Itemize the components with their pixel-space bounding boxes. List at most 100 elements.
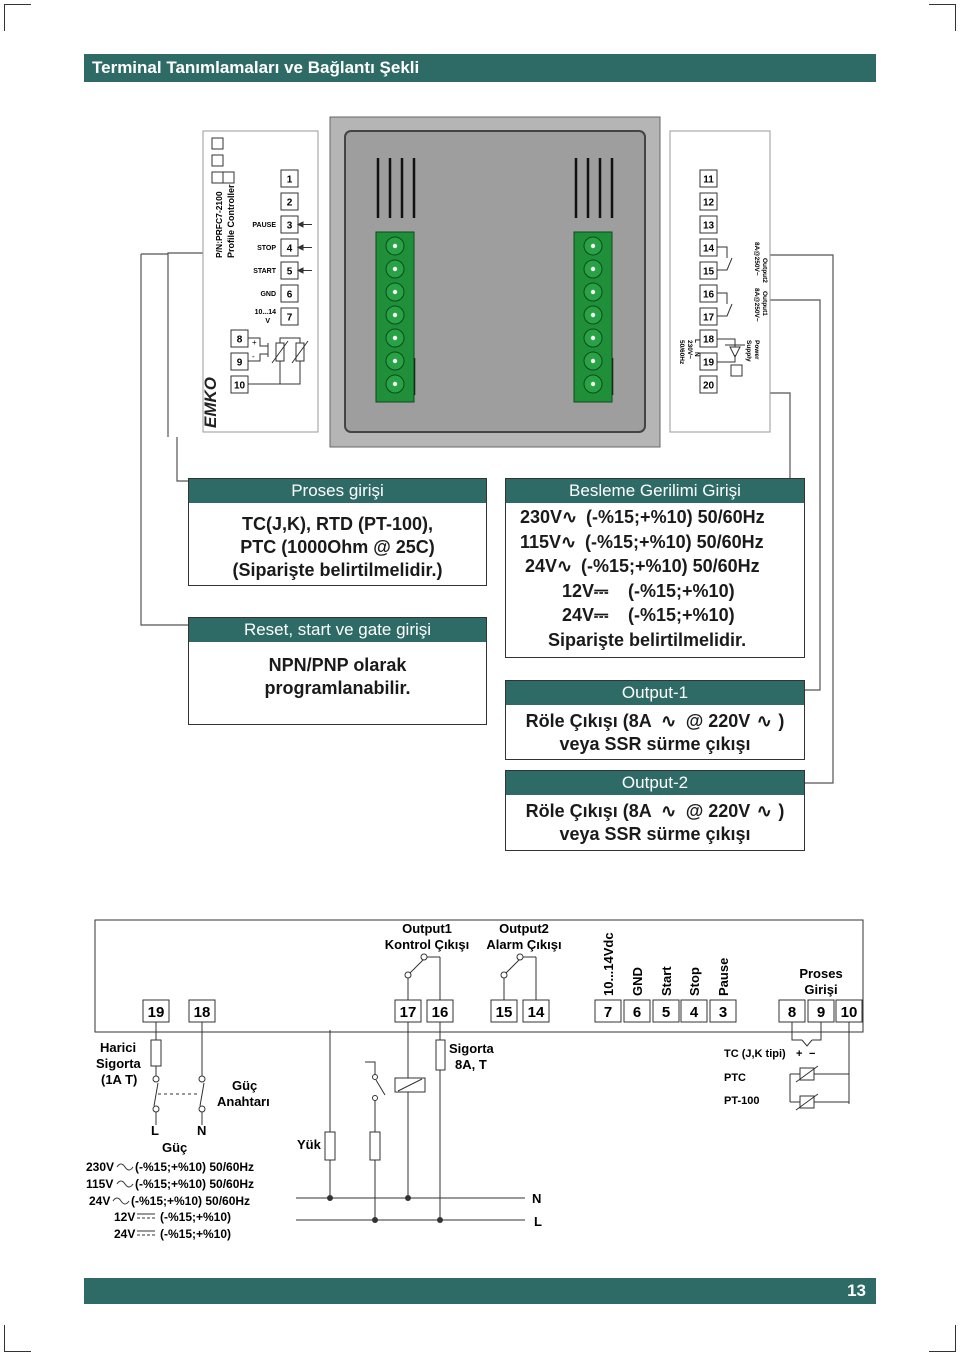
device-inner-frame [344,130,646,433]
relay-contacts [404,953,537,1000]
brand-logo-text: EMKO [201,377,220,428]
connector-screw-center [590,312,596,318]
output2-line-2: veya SSR sürme çıkışı [559,824,751,844]
sensor-minus: - [252,352,255,361]
tc-label: TC (J,K tipi) [724,1048,786,1060]
wiring-terminal-6: 6 [633,1004,641,1021]
power-indicator-icon [730,364,743,377]
crop-mark-bottom-left [4,1325,31,1352]
besleme-row-1: 230V∿(-%15;+%10) 50/60Hz [506,505,804,530]
fuse-8a-label-2: 8A, T [455,1057,487,1072]
output2-text-a: Röle Çıkışı (8A [525,801,652,821]
ac-icon: ∿ [756,711,772,731]
sensor-symbols [248,337,309,385]
label-output2: Output2 [761,258,768,283]
output1-line-2: veya SSR sürme çıkışı [559,734,751,754]
besleme-range-4: (-%15;+%10) [628,580,735,601]
sensor-plus: + [252,338,257,347]
output1-box: Output-1 Röle Çıkışı (8A∿@ 220V∿) veya S… [505,680,805,760]
ac-icon: ∿ [562,507,578,527]
crop-mark-top-left [4,4,31,31]
label-start-vertical: Start [659,966,674,996]
terminal-17: 17 [703,313,715,324]
wiring-terminal-5: 5 [662,1004,670,1021]
label-N: N [197,1123,206,1138]
connector-screw-center [590,335,596,341]
terminal-15: 15 [703,267,715,278]
label-start: START [253,268,277,275]
output2-line-1: Röle Çıkışı (8A∿@ 220V∿) [506,800,804,823]
terminal-18: 18 [703,335,715,346]
besleme-range-5: (-%15;+%10) [628,605,735,625]
ac-icon: ∿ [756,801,772,821]
connector-screw-center [392,266,398,272]
connector-screw-center [590,381,596,387]
label-vdc-vertical: 10...14Vdc [601,932,616,996]
crop-mark-top-right [929,4,956,31]
connector-screw-center [392,243,398,249]
label-vdc-unit: V [265,318,270,325]
supply-line-4-r: (-%15;+%10) [160,1210,231,1224]
terminal-13: 13 [703,221,715,232]
connector-pins [385,236,603,394]
output2-box-body: Röle Çıkışı (8A∿@ 220V∿) veya SSR sürme … [506,795,804,846]
wiring-terminal-15: 15 [496,1004,513,1021]
besleme-row-5: 24V⎓ (-%15;+%10) [506,603,804,628]
proses-sublabel: Girişi [804,982,837,997]
terminal-20: 20 [703,381,715,392]
pt100-label: PT-100 [724,1095,759,1107]
right-terminal-boxes [699,169,718,394]
page-number: 13 [84,1278,876,1304]
reset-line-2: programlanabilir. [264,678,411,698]
label-yuk: Yük [297,1137,322,1152]
device-wires [140,252,834,784]
proses-box-title: Proses girişi [189,479,486,503]
supply-line-3-r: (-%15;+%10) 50/60Hz [131,1194,250,1208]
supply-line-2-r: (-%15;+%10) 50/60Hz [135,1177,254,1191]
output2-sublabel: Alarm Çıkışı [486,937,561,952]
terminal-10: 10 [234,381,246,392]
output1-text-a: Röle Çıkışı (8A [525,711,652,731]
terminal-11: 11 [703,175,714,186]
proses-line-3: (Siparişte belirtilmelidir.) [232,560,443,580]
besleme-range-1: (-%15;+%10) 50/60Hz [586,507,765,527]
terminal-2: 2 [287,198,293,209]
tc-minus: − [809,1048,815,1060]
tc-plus: + [796,1048,802,1060]
terminal-16: 16 [703,290,715,301]
besleme-voltage-5: 24V [562,605,595,625]
besleme-row-4: 12V⎓ (-%15;+%10) [506,579,804,604]
label-N: N [693,352,700,357]
terminal-9: 9 [237,358,243,369]
supply-line-4-v: 12V [114,1210,135,1224]
terminal-6: 6 [287,290,293,301]
device-right-panel [669,130,771,433]
ac-icon: ∿ [661,801,677,821]
besleme-box-title: Besleme Gerilimi Girişi [506,479,804,503]
wiring-terminal-17: 17 [400,1004,417,1021]
label-supply: Supply [745,340,752,362]
label-supply-freq: 50/60Hz [678,340,685,365]
besleme-box-body: 230V∿(-%15;+%10) 50/60Hz 115V∿(-%15;+%10… [506,503,804,652]
besleme-box: Besleme Gerilimi Girişi 230V∿(-%15;+%10)… [505,478,805,658]
wiring-terminal-boxes [142,999,863,1023]
connector-screw-center [590,358,596,364]
label-supply-rating: 230V~ [686,340,693,359]
besleme-voltage-2: 115V [520,531,562,552]
junction-dots [327,1195,443,1223]
besleme-voltage-4: 12V [562,580,595,601]
ptc-label: PTC [724,1072,746,1084]
reset-box: Reset, start ve gate girişi NPN/PNP olar… [188,617,487,725]
supply-line-5-v: 24V [114,1227,135,1241]
proses-box-body: TC(J,K), RTD (PT-100), PTC (1000Ohm @ 25… [189,503,486,582]
ac-icon: ∿ [557,556,573,576]
output1-box-title: Output-1 [506,681,804,705]
connector-screw-center [392,289,398,295]
terminal-5: 5 [287,267,293,278]
checkbox-icons [211,137,235,184]
dc-icon: ⎓ [594,605,609,625]
terminal-7: 7 [287,313,293,324]
dc-icon: ⎓ [594,580,609,601]
output1-label: Output1 [402,921,452,936]
supply-line-1-r: (-%15;+%10) 50/60Hz [135,1160,254,1174]
